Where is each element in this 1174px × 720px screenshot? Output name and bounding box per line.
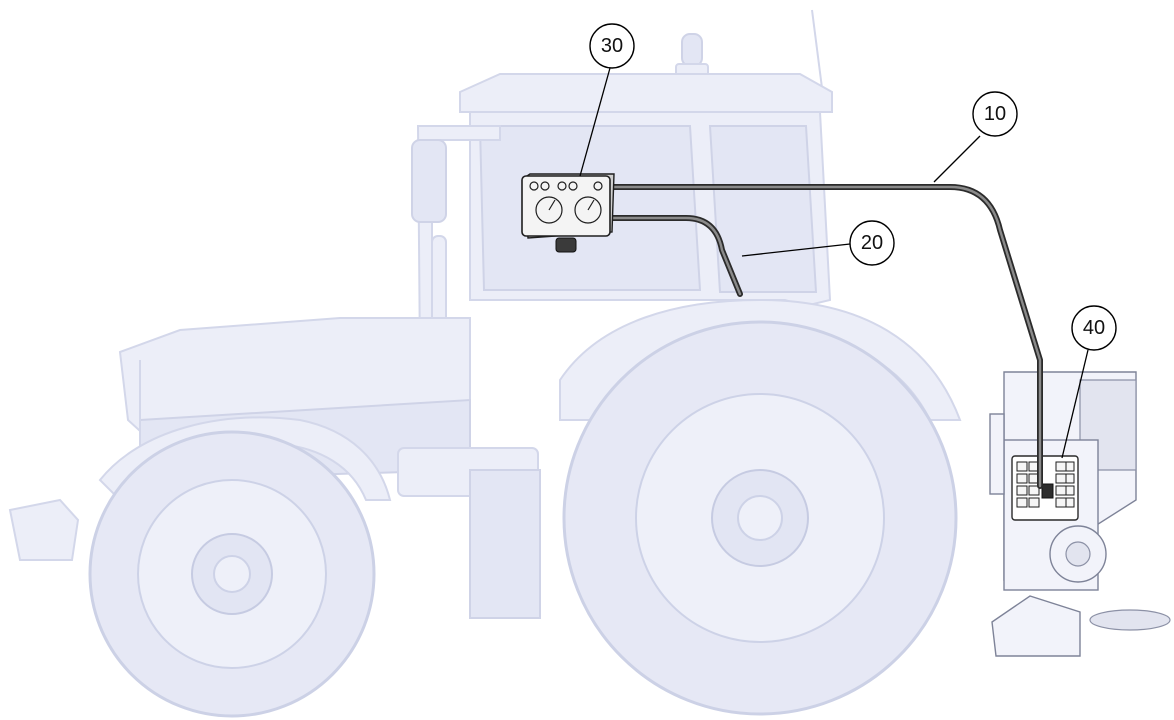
connector-panel-sockets-right [1055, 461, 1075, 508]
leader-line-40 [1061, 349, 1089, 459]
socket [1055, 485, 1067, 496]
socket [1055, 497, 1067, 508]
terminal-right-dial-icon [574, 196, 602, 224]
cable-10-core [606, 185, 1042, 488]
terminal-right-dial-needle [587, 199, 595, 211]
socket [1065, 485, 1075, 496]
tractor-rear-wheel [562, 320, 958, 716]
tractor-illustration [8, 9, 962, 718]
cable-20 [605, 215, 743, 297]
tractor-step [469, 469, 541, 619]
callout-30: 30 [589, 23, 635, 69]
tractor-front-wheel [88, 430, 376, 718]
socket [1016, 485, 1028, 496]
callout-20-label: 20 [861, 232, 883, 254]
control-terminal-face [521, 175, 611, 237]
terminal-mount-base [555, 237, 577, 253]
callout-10-circle [972, 91, 1018, 137]
terminal-left-dial-needle [548, 199, 556, 211]
terminal-button-icon [593, 181, 603, 191]
callout-30-label: 30 [601, 35, 623, 57]
spreader-disc [1089, 609, 1171, 631]
spreader-bracket [989, 413, 1005, 495]
tractor-mirror [411, 139, 447, 223]
terminal-left-dial-icon [535, 196, 563, 224]
spreader-three-point-linkage [991, 595, 1081, 657]
tractor-beacon [681, 33, 703, 67]
connector-panel-sockets-left [1016, 461, 1040, 508]
socket [1028, 497, 1040, 508]
callout-30-circle [589, 23, 635, 69]
callout-20-circle [849, 220, 895, 266]
connector-panel [1011, 455, 1079, 521]
socket [1055, 473, 1067, 484]
tractor-rear-hub-cap [737, 495, 783, 541]
terminal-button-icon [529, 181, 539, 191]
callout-20: 20 [849, 220, 895, 266]
leader-line-20 [741, 243, 851, 257]
leader-line-10 [933, 135, 981, 183]
socket [1065, 473, 1075, 484]
tractor-cab-roof [459, 73, 833, 113]
cable-10 [605, 184, 1043, 489]
callout-10: 10 [972, 91, 1018, 137]
socket [1055, 461, 1067, 472]
callout-40: 40 [1071, 305, 1117, 351]
tractor-front-hub-cap [213, 555, 251, 593]
socket [1065, 461, 1075, 472]
spreader-implement [989, 371, 1171, 657]
callout-10-label: 10 [984, 103, 1006, 125]
leader-line-30 [579, 67, 611, 177]
tractor-front-weight [8, 498, 80, 561]
callout-40-label: 40 [1083, 317, 1105, 339]
terminal-button-icon [557, 181, 567, 191]
terminal-button-icon [568, 181, 578, 191]
socket [1016, 473, 1028, 484]
callout-40-circle [1071, 305, 1117, 351]
terminal-button-icon [540, 181, 550, 191]
socket [1028, 485, 1040, 496]
cable-plug-socket [1041, 483, 1054, 499]
tractor-antenna [811, 9, 823, 89]
socket [1016, 497, 1028, 508]
cable-20-core [606, 216, 742, 296]
control-terminal [521, 173, 615, 253]
socket [1016, 461, 1028, 472]
socket [1065, 497, 1075, 508]
spreader-drive-center [1065, 541, 1091, 567]
